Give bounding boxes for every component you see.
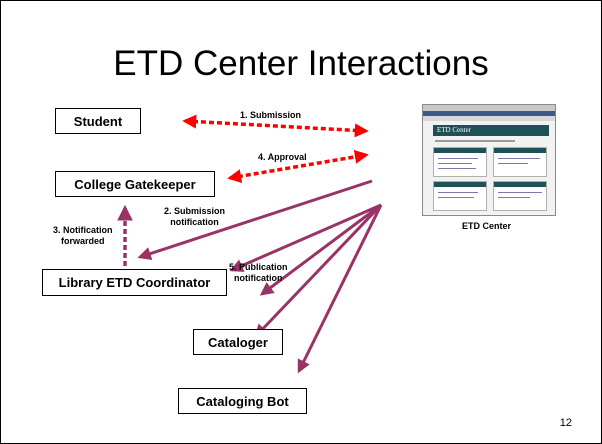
panel-bottom-right [493, 181, 547, 211]
etd-center-page-header-text: ETD Center [437, 126, 472, 134]
slide-title: ETD Center Interactions [113, 44, 489, 83]
panel-top-right [493, 147, 547, 177]
college-gatekeeper-node: College Gatekeeper [55, 171, 215, 197]
browser-titlebar [423, 105, 555, 111]
publication-to-catalog-arrow [259, 203, 382, 296]
notification-forwarded-label: 3. Notification forwarded [53, 225, 113, 247]
publication-notification-line-1: 5. Publication [229, 262, 288, 272]
submission-notification-arrow [137, 179, 373, 261]
cataloger-node: Cataloger [193, 329, 283, 355]
submission-notification-label: 2. Submission notification [164, 206, 225, 228]
approval-label: 4. Approval [258, 152, 307, 162]
library-etd-coordinator-node: Library ETD Coordinator [42, 269, 227, 296]
etd-center-caption: ETD Center [462, 221, 512, 231]
student-node: Student [55, 108, 141, 134]
publication-to-bot-arrow [297, 204, 383, 374]
publication-to-coordinator-arrow [229, 203, 382, 272]
page-number: 12 [559, 417, 572, 429]
intro-text-line [435, 140, 515, 142]
notification-forwarded-line-2: forwarded [61, 236, 105, 246]
etd-center-screenshot: ETD Center [422, 104, 556, 216]
approval-arrow [227, 149, 369, 184]
etd-center-page-header: ETD Center [433, 125, 549, 136]
publication-notification-line-2: notification [234, 273, 283, 283]
browser-toolbar [423, 111, 555, 116]
panel-top-left [433, 147, 487, 177]
submission-label: 1. Submission [240, 110, 302, 120]
submission-notification-line-2: notification [170, 217, 219, 227]
submission-arrow [182, 114, 369, 138]
publication-to-cataloger-arrow [254, 203, 383, 338]
notification-forwarded-line-1: 3. Notification [53, 225, 113, 235]
submission-notification-line-1: 2. Submission [164, 206, 226, 216]
browser-addressbar [423, 116, 555, 121]
cataloging-bot-node: Cataloging Bot [178, 388, 307, 414]
publication-notification-label: 5. Publication notification [229, 262, 288, 284]
panel-bottom-left [433, 181, 487, 211]
